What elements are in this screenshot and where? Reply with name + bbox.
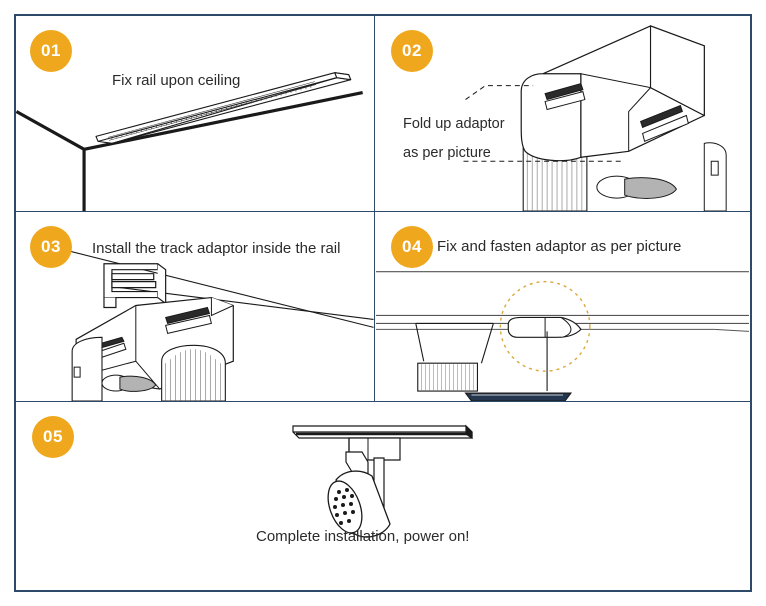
step-caption-04: Fix and fasten adaptor as per picture	[437, 238, 682, 255]
step-panel-04: 04 Fix and fasten adaptor as per picture	[375, 212, 750, 402]
step-caption-03: Install the track adaptor inside the rai…	[92, 240, 341, 257]
step-badge-02: 02	[391, 30, 433, 72]
step-badge-01: 01	[30, 30, 72, 72]
step-caption-02-line1: Fold up adaptor	[403, 116, 505, 132]
step-badge-05: 05	[32, 416, 74, 458]
step-caption-05: Complete installation, power on!	[256, 528, 470, 545]
step-caption-01: Fix rail upon ceiling	[112, 72, 241, 89]
highlight-circle	[499, 280, 591, 372]
illustration-step-05	[292, 424, 473, 538]
step-badge-03: 03	[30, 226, 72, 268]
step-panel-01: 01 Fix rail upon ceiling	[16, 16, 375, 212]
step-panel-05: 05 Complete installation, power on!	[16, 402, 750, 590]
step-caption-02-line2: as per picture	[403, 145, 491, 161]
step-panel-03: 03 Install the track adaptor inside the …	[16, 212, 375, 402]
panel-grid-frame: 01 Fix rail upon ceiling	[14, 14, 752, 592]
step-panel-02: 02 Fold up adaptor as per picture	[375, 16, 750, 212]
step-badge-04: 04	[391, 226, 433, 268]
